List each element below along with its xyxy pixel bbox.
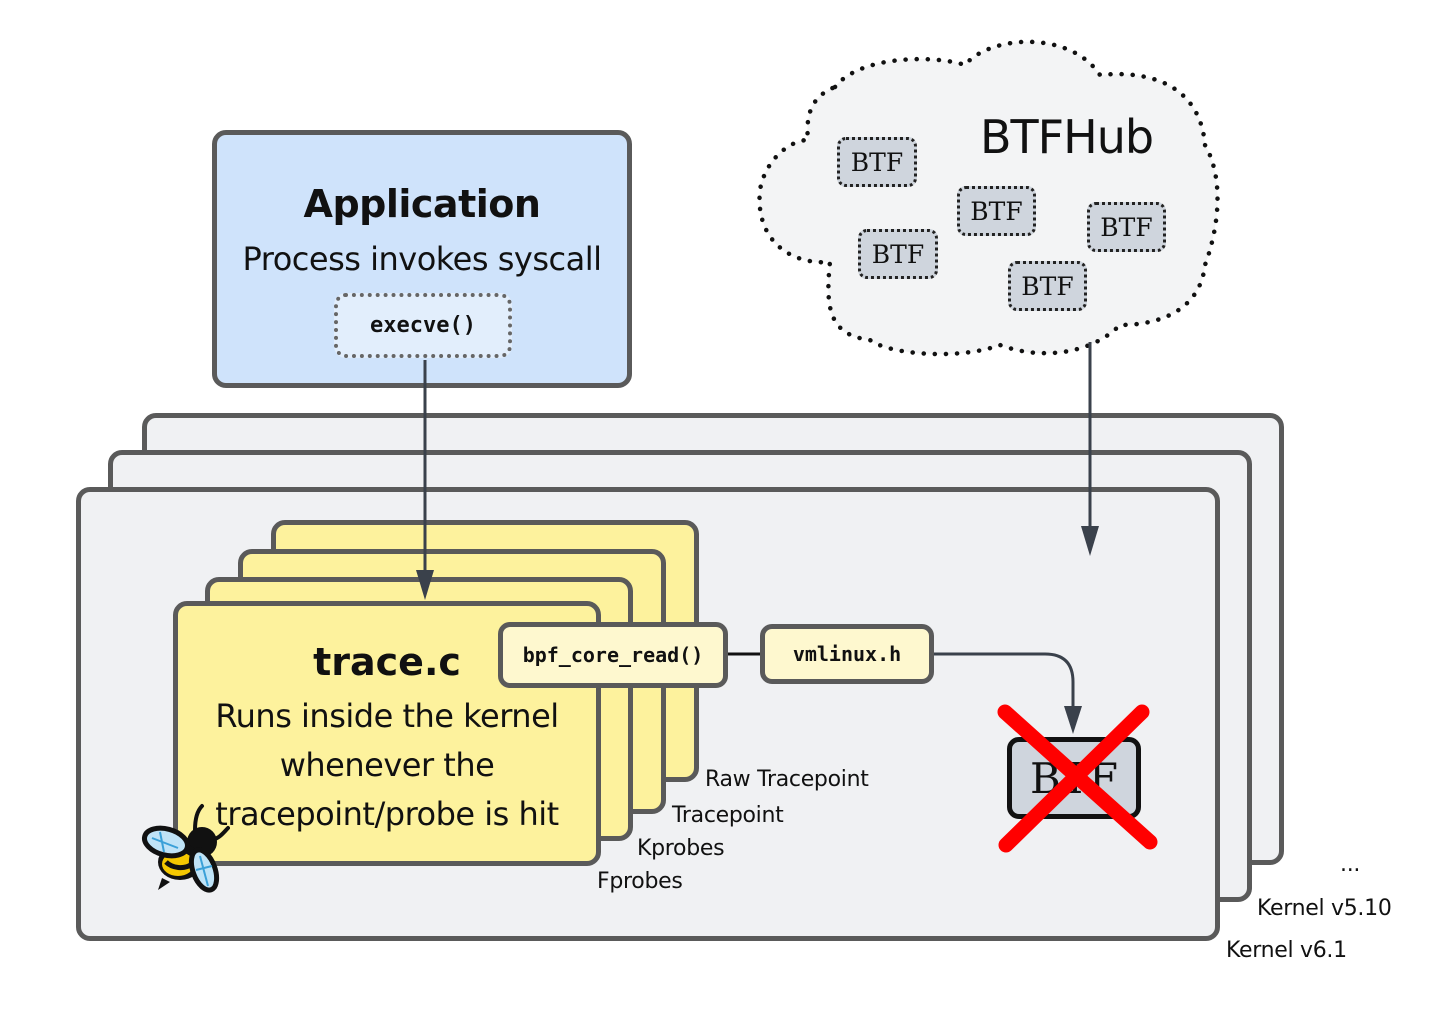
missing-btf-box: BTF [1007,737,1141,819]
execve-syscall: execve() [334,293,512,358]
kernel-version-more: ... [1340,852,1361,877]
btf-tile: BTF [1008,261,1087,311]
attach-type-label: Kprobes [637,836,725,861]
attach-type-label: Raw Tracepoint [705,767,869,792]
program-description-line: tracepoint/probe is hit [215,795,559,833]
application-subtitle: Process invokes syscall [242,240,602,278]
btf-tile: BTF [957,186,1036,236]
program-description-line: whenever the [279,746,495,784]
vmlinux-header: vmlinux.h [760,624,934,684]
btf-tile: BTF [1087,202,1166,252]
program-title: trace.c [313,640,461,684]
attach-type-label: Fprobes [597,869,683,894]
application-title: Application [303,182,541,226]
btfhub-title: BTFHub [980,110,1154,164]
bpf-core-read-helper: bpf_core_read() [498,622,728,688]
btf-tile: BTF [837,137,917,187]
program-description-line: Runs inside the kernel [215,697,559,735]
kernel-version-label: Kernel v5.10 [1257,896,1392,921]
kernel-version-label: Kernel v6.1 [1226,938,1347,963]
bee-icon [141,804,230,893]
attach-type-label: Tracepoint [672,803,784,828]
btf-tile: BTF [858,229,938,279]
